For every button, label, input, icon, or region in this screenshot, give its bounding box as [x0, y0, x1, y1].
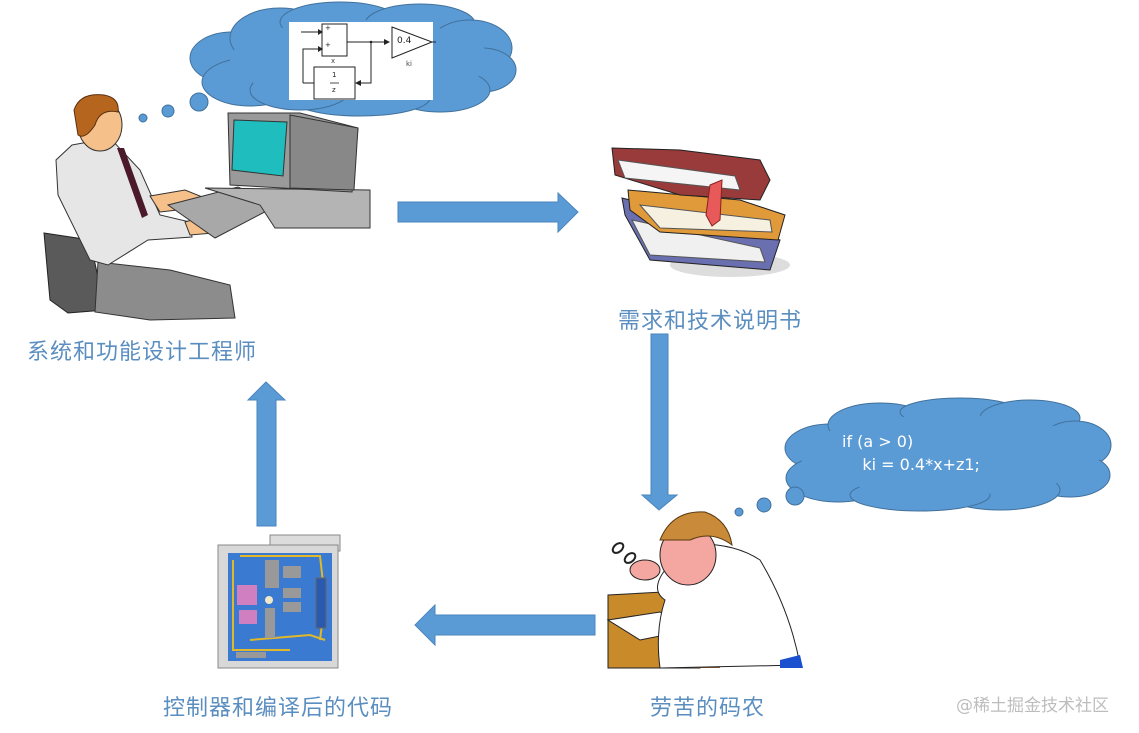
- sum-plus-1: +: [325, 24, 331, 32]
- engineer-at-computer-illustration: [43, 94, 371, 321]
- gain-label: ki: [406, 60, 412, 68]
- sum-block: [321, 23, 348, 57]
- stack-of-books-illustration: [611, 147, 790, 277]
- code-line-2: ki = 0.4*x+z1;: [842, 455, 980, 474]
- delay-denominator: z: [332, 86, 336, 94]
- arrow-down-icon: [640, 333, 679, 511]
- label-controller: 控制器和编译后的代码: [163, 696, 394, 721]
- tired-programmer-illustration: [606, 511, 803, 669]
- arrow-left-icon: [414, 603, 596, 647]
- gain-block: [391, 26, 434, 59]
- label-specs: 需求和技术说明书: [618, 309, 803, 334]
- block-diagram: [289, 22, 436, 100]
- watermark: @稀土掘金技术社区: [956, 696, 1109, 716]
- arrow-up-icon: [246, 381, 287, 527]
- arrow-right-icon: [397, 191, 579, 234]
- gain-value: 0.4: [397, 36, 412, 46]
- label-coder: 劳苦的码农: [650, 696, 766, 721]
- sum-plus-2: +: [325, 41, 331, 49]
- code-snippet: if (a > 0) ki = 0.4*x+z1;: [842, 430, 980, 476]
- ecu-circuit-board-illustration: [217, 534, 341, 669]
- code-line-1: if (a > 0): [842, 432, 914, 451]
- sum-label: x: [331, 57, 336, 65]
- label-engineer: 系统和功能设计工程师: [27, 340, 258, 365]
- thought-cloud-coder-icon: [734, 397, 1112, 517]
- delay-numerator: 1: [332, 71, 337, 79]
